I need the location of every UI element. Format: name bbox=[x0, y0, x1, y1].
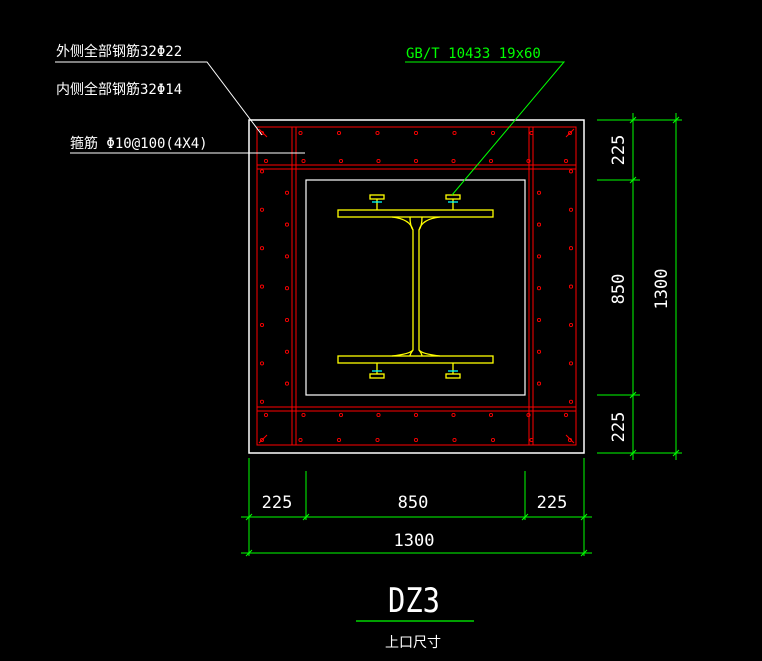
rebar-dot bbox=[284, 190, 290, 195]
rebar-dot bbox=[568, 284, 574, 289]
rebar-dot bbox=[338, 158, 344, 164]
rebar-dot bbox=[526, 412, 531, 418]
rebar-dot bbox=[259, 169, 265, 174]
dim-right-total: 1300 bbox=[652, 269, 672, 310]
rebar-dot bbox=[298, 437, 303, 443]
right-dimension-lines bbox=[597, 113, 682, 460]
rebar-dot bbox=[284, 222, 290, 227]
dim-bottom-total: 1300 bbox=[394, 531, 435, 551]
rebar-dot bbox=[529, 437, 534, 443]
rebar-dot bbox=[259, 322, 265, 328]
rebar-dot bbox=[567, 437, 573, 443]
outer-rebar-label: 外侧全部钢筋32Φ22 bbox=[56, 43, 182, 60]
dim-bottom-left: 225 bbox=[262, 493, 293, 513]
rebar-dot bbox=[375, 437, 380, 443]
rebar-dot bbox=[284, 349, 290, 354]
rebar-dot bbox=[376, 412, 381, 418]
rebar-dot bbox=[488, 412, 494, 418]
rebar-dot bbox=[375, 130, 380, 136]
rebar-dot bbox=[536, 317, 542, 323]
rebar-dot bbox=[284, 286, 290, 291]
bottom-dimension-lines bbox=[241, 458, 592, 557]
rebar-dot bbox=[563, 158, 569, 164]
rebar-dot bbox=[568, 399, 574, 404]
dim-right-top: 225 bbox=[609, 135, 629, 166]
rebar-dot bbox=[263, 158, 269, 164]
rebar-dot bbox=[298, 130, 303, 136]
rebar-dot bbox=[536, 190, 542, 195]
rebar-dot bbox=[568, 207, 574, 212]
rebar-dot bbox=[413, 437, 419, 443]
rebar-dot bbox=[336, 130, 342, 136]
rebar-dot bbox=[284, 381, 290, 386]
rebar-dot bbox=[568, 246, 574, 251]
rebar-dot bbox=[536, 286, 542, 291]
rebar-dot bbox=[452, 130, 457, 136]
rebar-dot bbox=[490, 437, 496, 443]
stud-label: GB/T 10433 19x60 bbox=[406, 46, 541, 62]
rebar-dot bbox=[413, 412, 419, 418]
rebar-dot bbox=[376, 158, 381, 164]
h-steel-section bbox=[337, 209, 494, 364]
drawing-title: DZ3 bbox=[388, 581, 440, 621]
rebar-dot bbox=[526, 158, 531, 164]
dim-right-bottom: 225 bbox=[609, 412, 629, 443]
shear-studs bbox=[369, 194, 461, 379]
rebar-dot bbox=[259, 399, 265, 404]
rebar-dot bbox=[301, 412, 306, 418]
inner-rebar-label: 内侧全部钢筋32Φ14 bbox=[56, 81, 182, 98]
rebar-dot bbox=[567, 130, 573, 136]
rebar-dot bbox=[259, 207, 265, 212]
column-outline bbox=[248, 119, 585, 454]
leader-lines bbox=[55, 61, 305, 154]
rebar-dot bbox=[284, 317, 290, 323]
rebar-dot bbox=[490, 130, 496, 136]
rebar-dot bbox=[413, 130, 419, 136]
rebar-dot bbox=[452, 437, 457, 443]
rebar-dot bbox=[336, 437, 342, 443]
rebar-dot bbox=[568, 361, 574, 366]
rebar-dot bbox=[536, 349, 542, 354]
rebar-dot bbox=[451, 412, 456, 418]
rebar-dot bbox=[536, 381, 542, 386]
rebar-dot bbox=[413, 158, 419, 164]
stirrup-lines bbox=[256, 126, 577, 446]
rebar-dot bbox=[259, 437, 265, 443]
rebar-dot bbox=[568, 322, 574, 328]
dim-bottom-right: 225 bbox=[537, 493, 568, 513]
rebar-dot bbox=[536, 254, 542, 259]
stud-leader bbox=[405, 61, 566, 196]
rebar-dot bbox=[451, 158, 456, 164]
rebar-dot bbox=[259, 361, 265, 366]
dim-right-middle: 850 bbox=[609, 274, 629, 305]
rebar-dot bbox=[568, 169, 574, 174]
rebar-dot bbox=[284, 254, 290, 259]
stirrup-label: 箍筋 Φ10@100(4X4) bbox=[70, 135, 208, 152]
rebar-dot bbox=[536, 222, 542, 227]
rebar-dot bbox=[563, 412, 569, 418]
rebar-dot bbox=[529, 130, 534, 136]
dim-bottom-middle: 850 bbox=[398, 493, 429, 513]
rebar-dot bbox=[259, 284, 265, 289]
rebar-dots bbox=[259, 130, 574, 443]
drawing-subtitle: 上口尺寸 bbox=[385, 635, 441, 651]
rebar-dot bbox=[338, 412, 344, 418]
steel-encasement-box bbox=[305, 179, 526, 396]
rebar-dot bbox=[301, 158, 306, 164]
rebar-dot bbox=[263, 412, 269, 418]
rebar-dot bbox=[488, 158, 494, 164]
rebar-dot bbox=[259, 246, 265, 251]
